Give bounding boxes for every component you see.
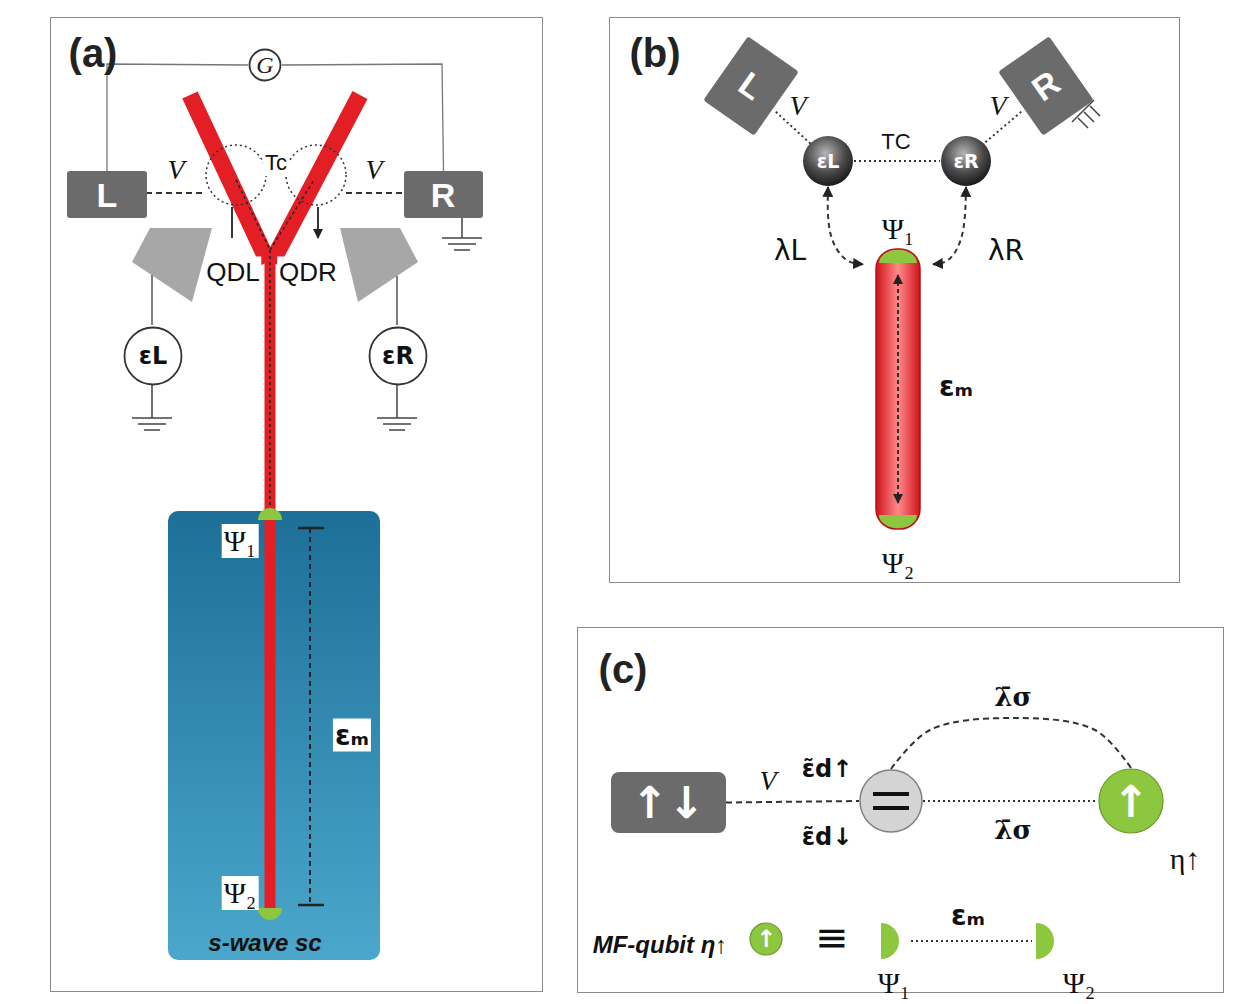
- source-circle: εL: [123, 326, 183, 386]
- majorana-end: [258, 908, 282, 920]
- equivalence-sign: ≡: [813, 914, 851, 960]
- length-line: [309, 528, 311, 905]
- node-text: εR: [382, 342, 414, 370]
- ground-symbol: [377, 385, 417, 430]
- dot-channel: [236, 180, 314, 508]
- gate-electrode: [340, 228, 418, 302]
- node-text: L: [731, 64, 770, 108]
- lead-coupling-label: V: [165, 154, 186, 186]
- node-text: Ψ₁: [882, 212, 915, 246]
- lead-box: R: [404, 171, 483, 218]
- node-text: G: [256, 52, 273, 79]
- node-text: R: [431, 176, 456, 215]
- node-text: ε̃d↑: [802, 755, 853, 783]
- ground-symbol: [442, 215, 482, 250]
- dot-name: QDR: [277, 257, 339, 288]
- majorana-name: Ψ₁: [222, 524, 259, 558]
- node-text: εL: [139, 342, 168, 370]
- dot-sphere: εR: [940, 135, 992, 187]
- connector: [891, 718, 1131, 769]
- connector: [933, 187, 966, 264]
- node-text: ↑: [756, 925, 776, 953]
- nanowire-branch: [190, 95, 360, 262]
- node-text: εₘ: [939, 370, 973, 403]
- node-text: εR: [953, 150, 978, 172]
- node-text: (a): [69, 31, 118, 76]
- node-text: εL: [817, 150, 840, 172]
- source-circle: εR: [368, 326, 428, 386]
- qubit-circle: ↑: [749, 922, 783, 956]
- dot-name: QDL: [204, 257, 261, 288]
- pointer-arrow: [232, 207, 318, 238]
- connector-label: V: [987, 90, 1008, 122]
- node-text: Ψ₁: [878, 966, 911, 1000]
- lead-coupling-label: V: [363, 154, 384, 186]
- node-shape: [1032, 919, 1066, 963]
- connector: [726, 801, 859, 803]
- qubit-circle: ↑η↑: [1098, 768, 1164, 834]
- connector: [828, 187, 863, 264]
- dot-outline: [286, 145, 346, 205]
- panel-frame: (b)LεLεRRΨ₁εₘΨ₂: [609, 17, 1180, 583]
- lead-coupling: [146, 192, 403, 194]
- node-text: L: [97, 176, 118, 215]
- node-text: (c): [599, 647, 648, 692]
- nanowire-rod: Ψ₁εₘΨ₂: [863, 213, 933, 579]
- majorana-end: [258, 508, 282, 520]
- dot-sphere: εL: [802, 135, 854, 187]
- node-text: s-wave sc: [208, 929, 321, 957]
- connector-label: λR: [986, 234, 1026, 267]
- node-text: Ψ₂: [882, 546, 915, 580]
- connector-label: λL: [772, 234, 808, 267]
- dot-level-circle: ε̃d↑ε̃d↓: [859, 769, 923, 833]
- node-text: ↑: [1113, 776, 1150, 827]
- dot-outline: [206, 145, 266, 205]
- node-shape: [859, 769, 923, 833]
- majorana-half: Ψ₁: [877, 919, 911, 963]
- node-text: η↑: [1170, 842, 1201, 876]
- node-text: ↑↓: [631, 777, 705, 828]
- connector-label: V: [757, 765, 778, 797]
- ground-symbol: [132, 385, 172, 430]
- node-text: R: [1025, 63, 1067, 109]
- length-cap: [298, 528, 324, 905]
- connector-label: V: [787, 90, 808, 122]
- lead-box: L: [67, 171, 147, 218]
- gate-wire: [152, 275, 397, 325]
- lead-box: ↑↓: [611, 772, 726, 833]
- node-text: ε̃d↓: [802, 823, 853, 851]
- node-shape: [863, 213, 933, 579]
- node-text: (b): [629, 31, 680, 76]
- lead-box: L: [703, 36, 799, 135]
- connector-label: εₘ: [949, 899, 987, 932]
- tunnel-label: Tc: [263, 150, 289, 176]
- meter-circle: G: [248, 48, 282, 82]
- connector: [854, 160, 940, 162]
- connector-label: λ̄σ: [992, 815, 1033, 845]
- energy-label: εₘ: [333, 719, 371, 752]
- lead-box: R: [998, 36, 1094, 135]
- node-text: Ψ₂: [1063, 966, 1096, 1000]
- connector-label: λ̄σ: [992, 682, 1033, 712]
- gate-electrode: [132, 228, 212, 302]
- connector-label: TC: [879, 129, 912, 155]
- panel-frame: (a) G L RεL εR s-wave sc: [50, 17, 543, 992]
- qubit-name: MF-qubit η↑: [591, 931, 730, 959]
- majorana-half: Ψ₂: [1032, 919, 1066, 963]
- majorana-name: Ψ₂: [222, 876, 259, 910]
- nanowire-stem: [265, 250, 276, 912]
- connector: [911, 940, 1032, 942]
- connector: [923, 800, 1098, 802]
- node-shape: [877, 919, 911, 963]
